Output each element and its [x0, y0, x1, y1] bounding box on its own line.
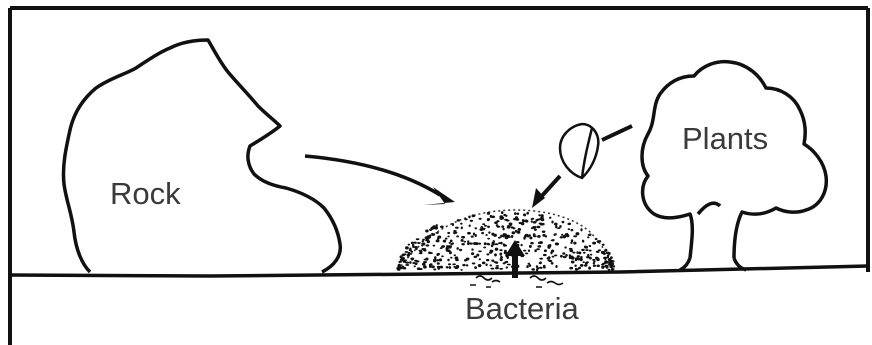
rock-to-soil-arrow-icon: [305, 156, 455, 205]
plants-label: Plants: [682, 123, 768, 154]
rock-label: Rock: [110, 178, 181, 209]
bacteria-label: Bacteria: [465, 293, 579, 324]
tree-icon: [642, 62, 826, 270]
leaf-to-soil-arrow-icon: [532, 176, 560, 208]
leaf-icon: [560, 124, 632, 178]
rock-icon: [63, 40, 340, 272]
soil-mound-dots: [396, 211, 615, 271]
